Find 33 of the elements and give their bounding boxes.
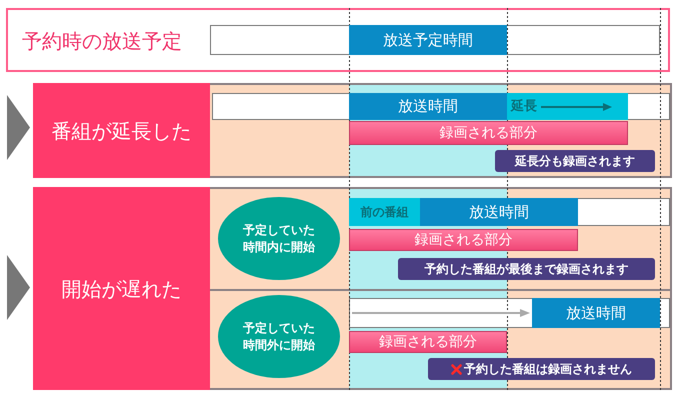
note-box xyxy=(495,150,655,172)
section-heading-panel xyxy=(33,83,210,178)
recorded-bar xyxy=(349,229,578,251)
bar-label: 録画される部分 xyxy=(440,124,538,142)
bar-label: 放送時間 xyxy=(469,202,529,223)
note-text: 延長分も録画されます xyxy=(515,153,635,170)
bar-label: 放送時間 xyxy=(566,302,626,324)
section-frame xyxy=(33,187,672,390)
section-heading: 番組が延長した xyxy=(52,118,192,144)
bar-label: 放送時間 xyxy=(398,96,458,118)
bar-label: 放送予定時間 xyxy=(383,30,473,51)
condition-label: 予定していた時間外に開始 xyxy=(242,320,316,353)
broadcast-bar xyxy=(532,298,660,328)
previous-program-bar xyxy=(349,198,420,226)
recorded-bar xyxy=(349,121,628,145)
section-frame xyxy=(33,83,672,178)
note-box xyxy=(428,358,655,380)
section-heading: 開始が遅れた xyxy=(62,276,182,302)
condition-label: 予定していた時間内に開始 xyxy=(242,222,316,255)
note-box xyxy=(398,258,655,280)
note-text: 予約した番組が最後まで録画されます xyxy=(424,261,628,278)
bar-label: 録画される部分 xyxy=(414,230,512,250)
bar-label: 延長 xyxy=(511,98,537,116)
recorded-bar xyxy=(349,331,507,353)
extension-bar xyxy=(507,93,628,120)
section-heading-panel xyxy=(33,187,210,390)
broadcast-bar xyxy=(349,93,507,120)
bar-label: 前の番組 xyxy=(360,204,408,221)
section-title: 予約時の放送予定 xyxy=(22,28,182,55)
note-text: 予約した番組は録画されません xyxy=(464,361,632,378)
bar-label: 録画される部分 xyxy=(379,332,477,352)
broadcast-bar xyxy=(420,198,578,226)
broadcast-bar xyxy=(349,25,507,55)
